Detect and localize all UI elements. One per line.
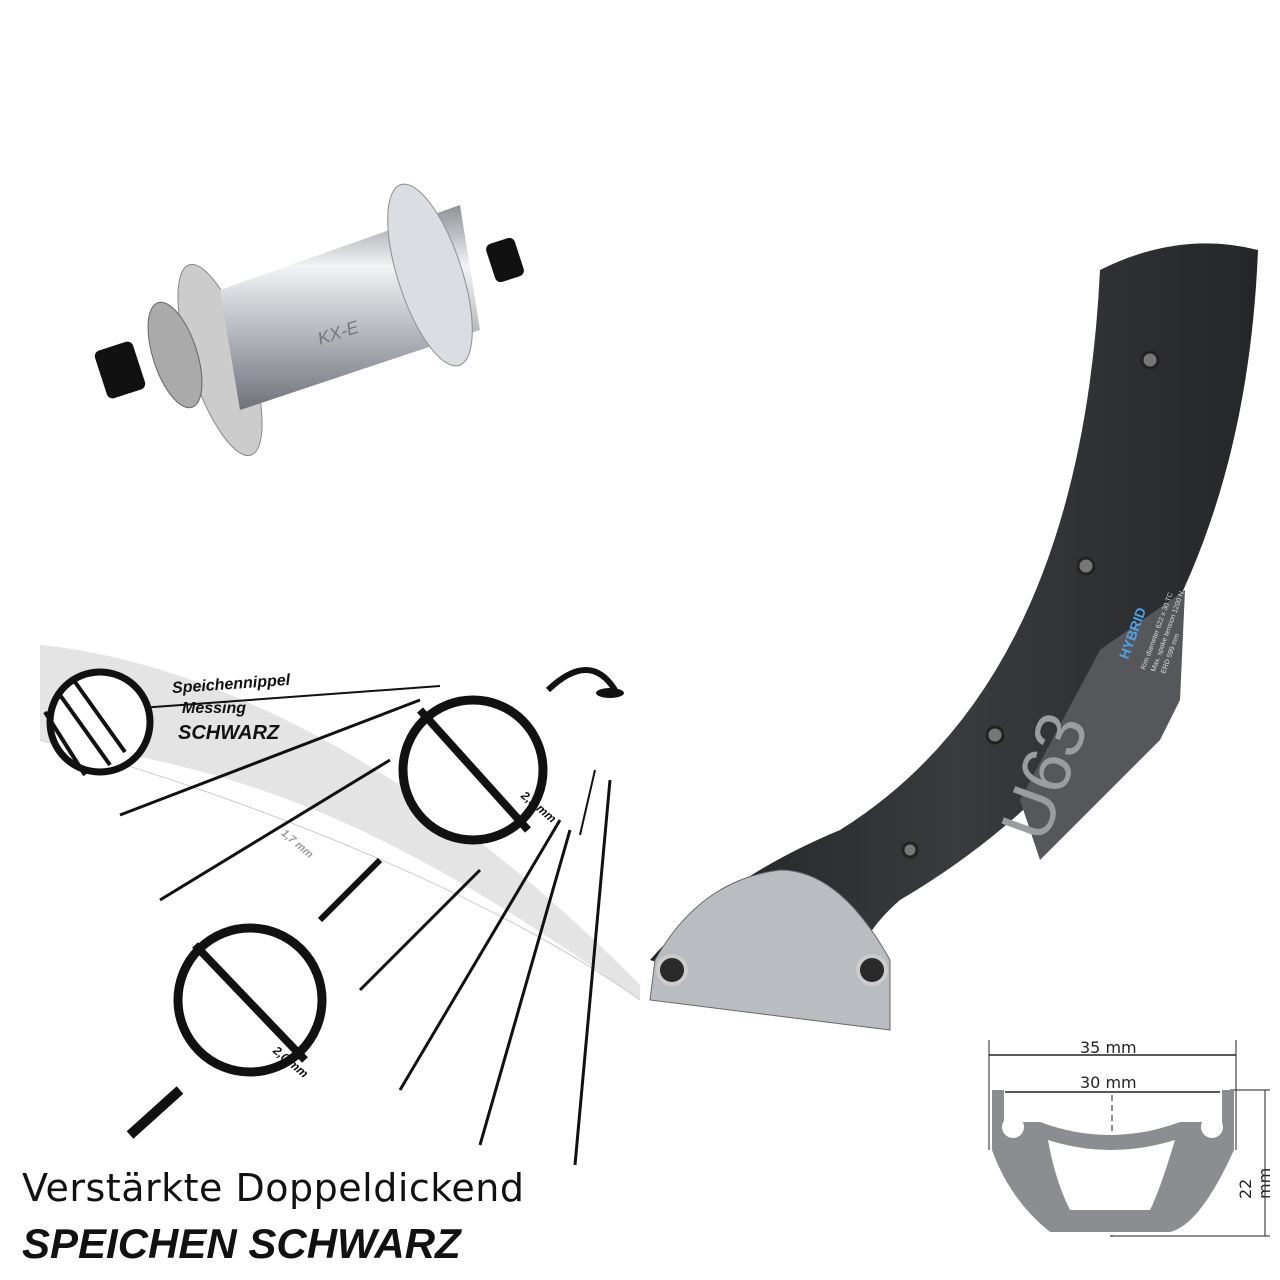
hub-image: KX-E xyxy=(94,183,524,457)
headline-line-1: Verstärkte Doppeldickend xyxy=(22,1166,525,1210)
nipple-color: SCHWARZ xyxy=(178,722,280,744)
outer-width-label: 35 mm xyxy=(1080,1038,1137,1057)
nipple-material: Messing xyxy=(182,700,247,717)
rim-image: U63 HYBRID Rim diameter 622 x 30 TC Max.… xyxy=(649,243,1258,1031)
height-label: 22 mm xyxy=(1236,1167,1274,1199)
headline-line-2: SPEICHEN SCHWARZ xyxy=(22,1220,461,1267)
spoke-diagram xyxy=(39,645,641,1166)
inner-width-label: 30 mm xyxy=(1080,1073,1137,1092)
rim-profile-diagram xyxy=(988,1040,1270,1237)
